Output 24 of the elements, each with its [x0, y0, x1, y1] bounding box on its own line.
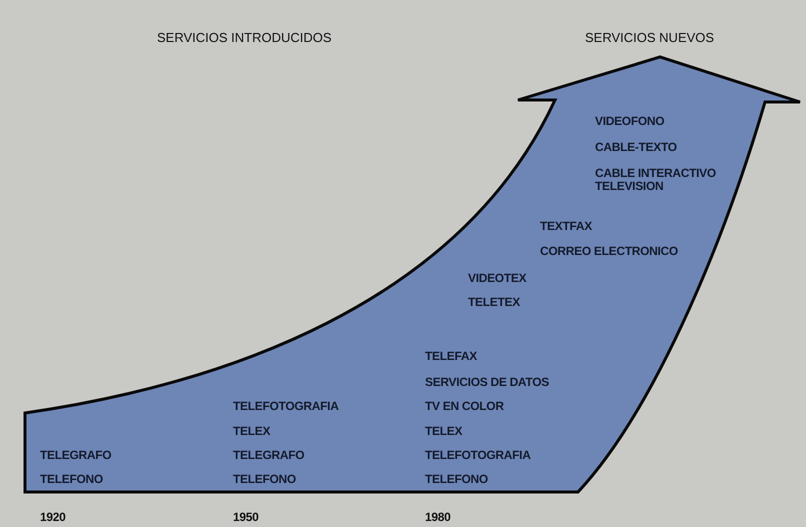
year-label: 1950: [233, 510, 258, 524]
service-label: TELEFAX: [425, 350, 477, 363]
service-label: CABLE-TEXTO: [595, 141, 677, 154]
year-label: 1920: [40, 510, 66, 524]
service-label: TELEX: [425, 425, 462, 438]
column-heading: SERVICIOS NUEVOS: [585, 30, 714, 45]
service-label: TEXTFAX: [540, 220, 592, 233]
service-label: TELEFONO: [40, 473, 103, 486]
service-label: TELEFONO: [233, 473, 296, 486]
column-heading: SERVICIOS INTRODUCIDOS: [157, 30, 332, 45]
service-label: TELETEX: [468, 296, 520, 309]
service-label: VIDEOTEX: [468, 272, 526, 285]
service-label: TELEX: [233, 425, 270, 438]
service-label: CABLE INTERACTIVO TELEVISION: [595, 167, 717, 193]
service-label: SERVICIOS DE DATOS: [425, 376, 549, 389]
year-label: 1980: [425, 510, 450, 524]
service-label: TV EN COLOR: [425, 400, 504, 413]
service-label: TELEGRAFO: [233, 449, 304, 462]
service-label: TELEGRAFO: [40, 449, 112, 462]
service-label: VIDEOFONO: [595, 115, 664, 128]
service-label: CORREO ELECTRONICO: [540, 245, 678, 258]
service-label: TELEFONO: [425, 473, 488, 486]
service-label: TELEFOTOGRAFIA: [425, 449, 531, 462]
service-label: TELEFOTOGRAFIA: [233, 400, 339, 413]
